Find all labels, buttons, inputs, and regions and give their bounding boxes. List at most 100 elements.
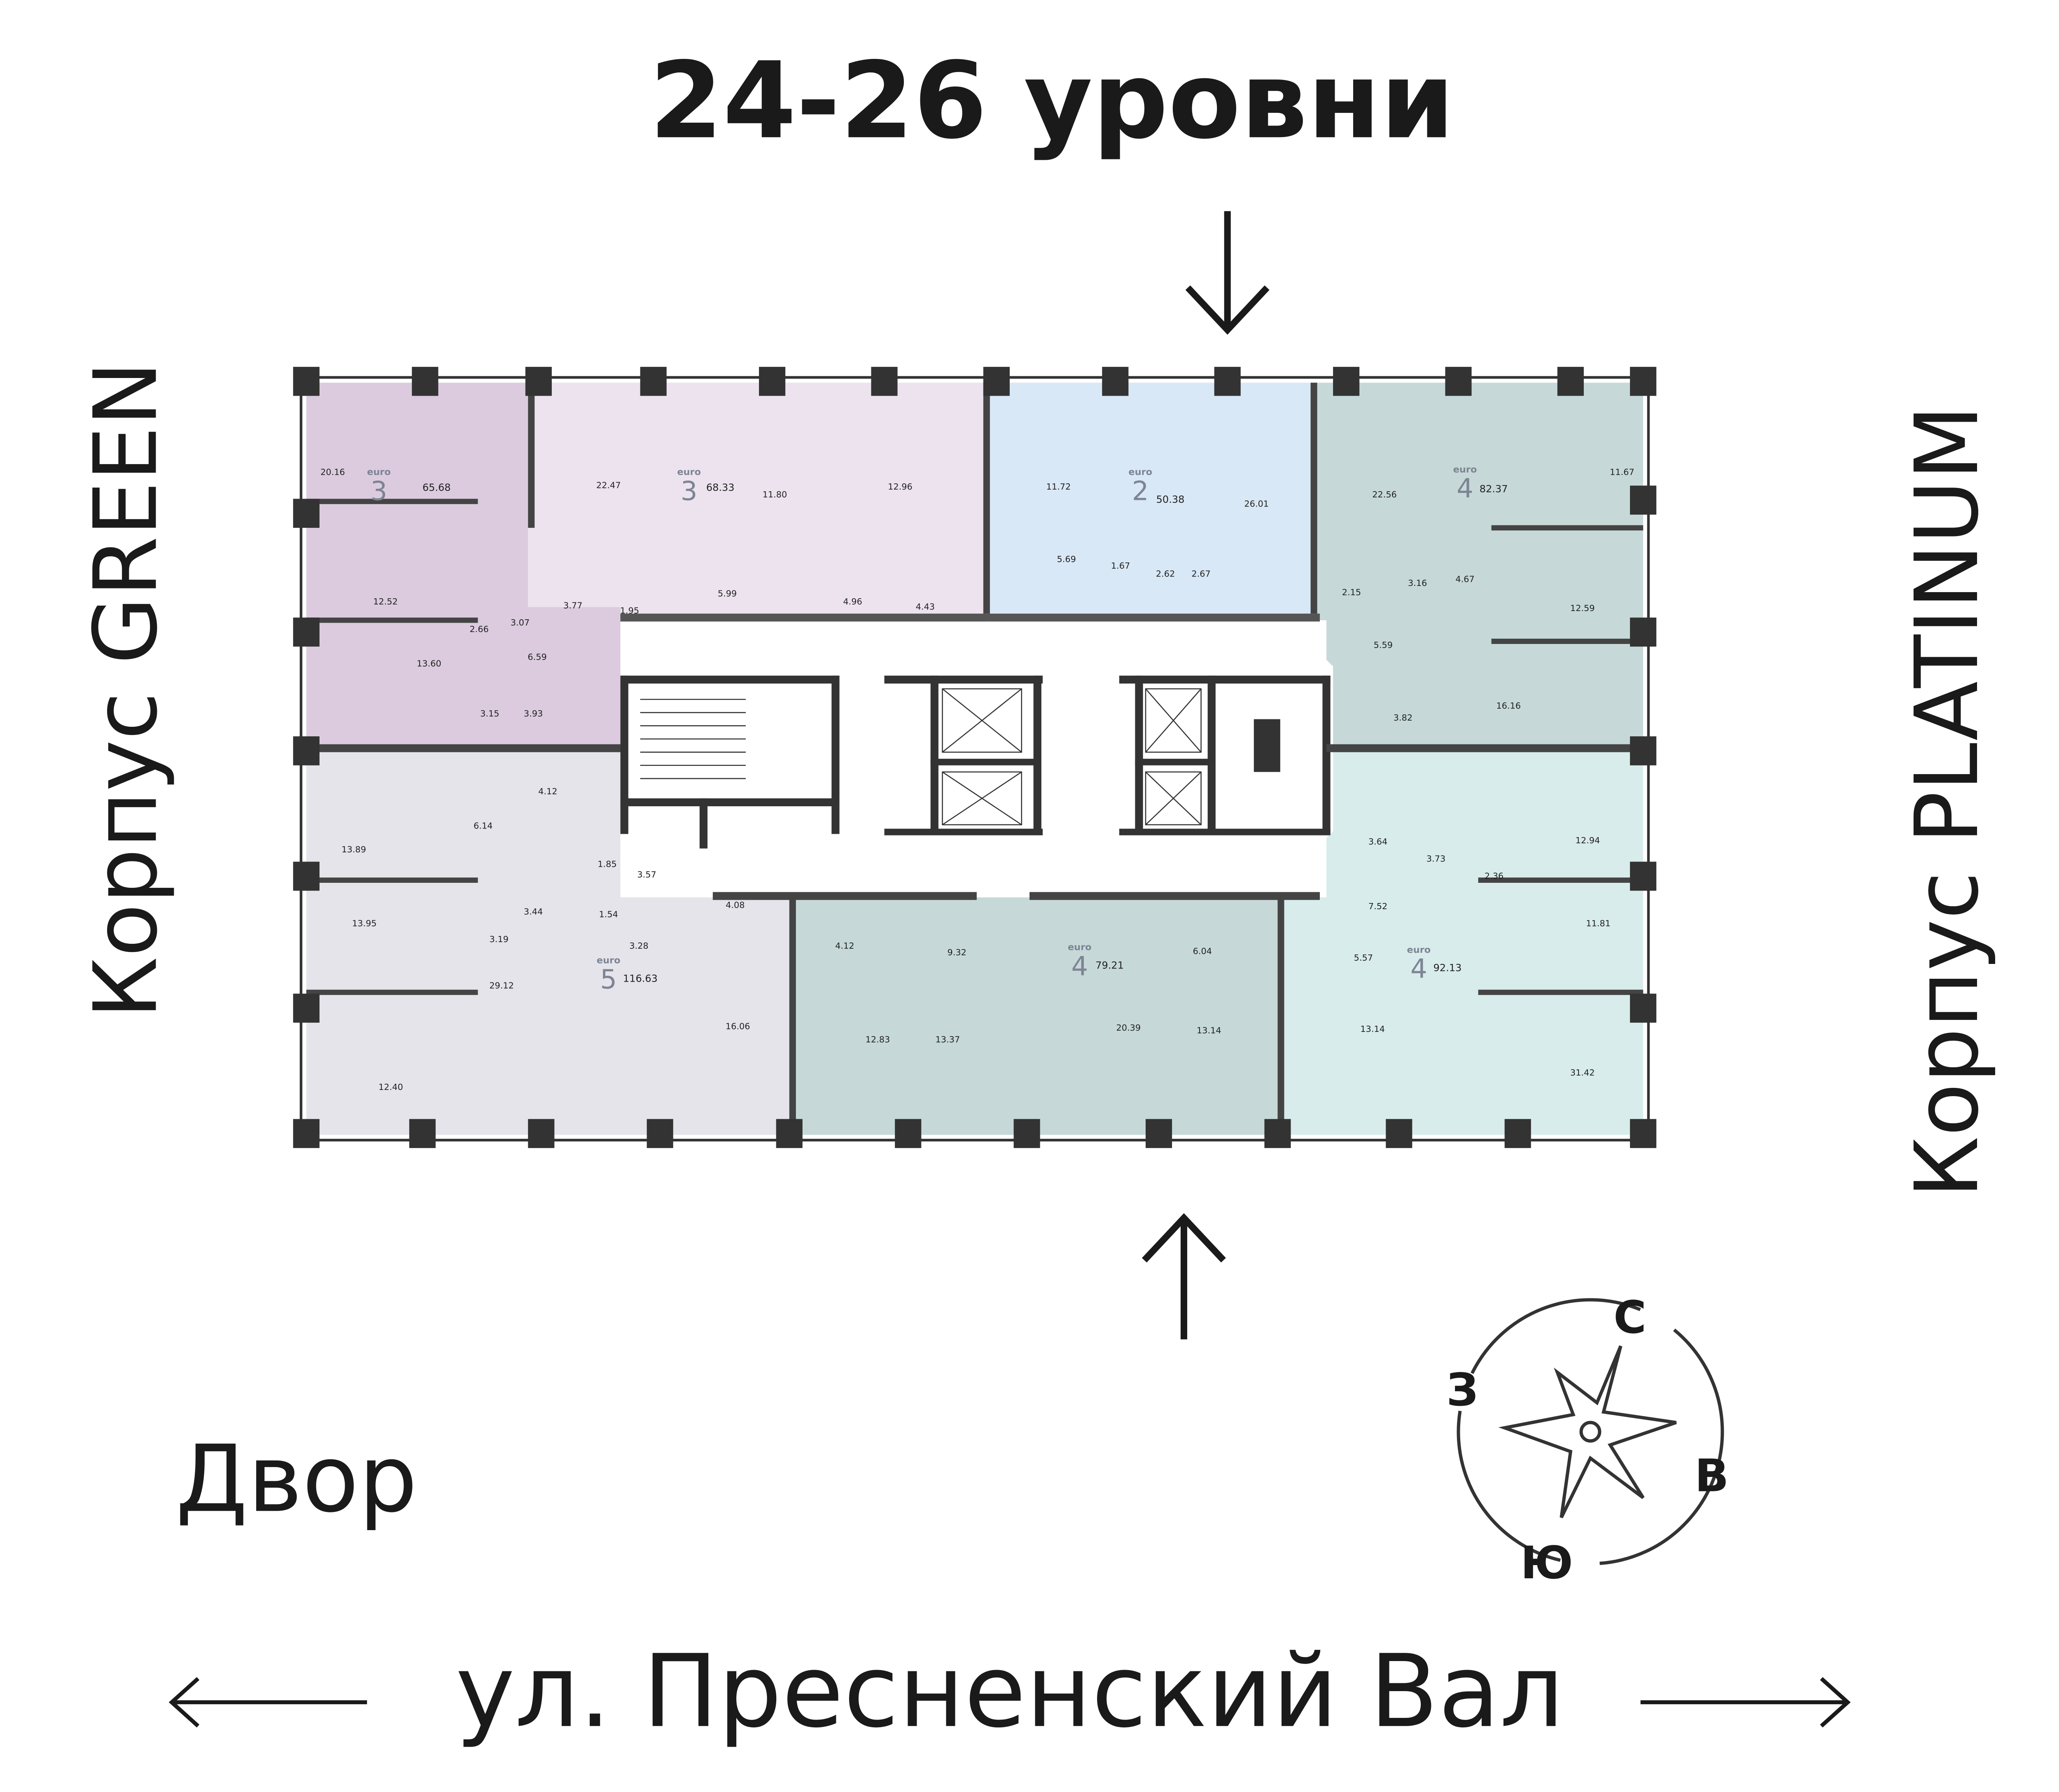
structural-column bbox=[1013, 1119, 1040, 1148]
courtyard-label: Двор bbox=[176, 1425, 418, 1533]
apartment-type-label: euro bbox=[597, 955, 621, 966]
room-area-label: 4.67 bbox=[1455, 574, 1474, 584]
structural-column bbox=[525, 366, 552, 396]
room-area-label: 12.52 bbox=[373, 597, 398, 607]
room-area-label: 9.32 bbox=[948, 947, 966, 957]
room-area-label: 13.95 bbox=[352, 919, 377, 929]
structural-column bbox=[1630, 861, 1657, 891]
room-area-label: 12.94 bbox=[1576, 835, 1600, 845]
room-area-label: 20.16 bbox=[320, 467, 345, 477]
structural-column bbox=[1445, 366, 1472, 396]
structural-column bbox=[293, 994, 320, 1023]
room-area-label: 11.81 bbox=[1586, 919, 1611, 929]
apartment-type-label: euro bbox=[1068, 942, 1092, 952]
apartment-type-label: euro bbox=[367, 467, 391, 478]
room-area-label: 4.12 bbox=[835, 941, 854, 951]
structural-column bbox=[1630, 617, 1657, 647]
structural-column bbox=[1504, 1119, 1531, 1148]
apartment-rooms-count: 3 bbox=[681, 476, 698, 507]
room-area-label: 5.57 bbox=[1354, 953, 1373, 963]
room-area-label: 13.37 bbox=[935, 1035, 960, 1045]
structural-column bbox=[293, 366, 320, 396]
room-area-label: 4.08 bbox=[726, 900, 745, 910]
room-area-label: 3.82 bbox=[1394, 713, 1412, 723]
room-area-label: 1.85 bbox=[598, 859, 616, 869]
apartment-7-area[interactable] bbox=[1280, 749, 1643, 1135]
room-area-label: 6.04 bbox=[1193, 946, 1212, 956]
structural-column bbox=[293, 736, 320, 765]
room-area-label: 2.15 bbox=[1342, 587, 1361, 597]
building-right-label: Корпус PLATINUM bbox=[1896, 405, 1998, 1198]
room-area-label: 26.01 bbox=[1244, 499, 1269, 509]
room-area-label: 1.95 bbox=[620, 606, 639, 616]
arrow-right-icon bbox=[1640, 1677, 1851, 1728]
structural-column bbox=[1630, 366, 1657, 396]
arrow-down-icon bbox=[1185, 211, 1270, 335]
room-area-label: 3.15 bbox=[480, 709, 499, 719]
apartment-type-label: euro bbox=[1407, 945, 1431, 955]
structural-column bbox=[640, 366, 667, 396]
structural-column bbox=[1630, 736, 1657, 765]
room-area-label: 12.40 bbox=[378, 1082, 403, 1092]
room-area-label: 4.96 bbox=[843, 597, 862, 607]
apartment-rooms-count: 3 bbox=[371, 476, 388, 507]
room-area-label: 13.89 bbox=[341, 845, 366, 854]
room-area-label: 3.93 bbox=[524, 709, 543, 719]
compass-circle-icon bbox=[1457, 1298, 1724, 1566]
room-area-label: 3.64 bbox=[1368, 837, 1387, 847]
room-area-label: 6.14 bbox=[474, 821, 493, 831]
apartment-1-area[interactable] bbox=[306, 383, 621, 750]
structural-column bbox=[412, 366, 439, 396]
structural-column bbox=[1630, 1119, 1657, 1148]
apartment-3-area[interactable] bbox=[987, 383, 1314, 614]
apartment-rooms-count: 5 bbox=[600, 964, 617, 995]
apartment-total-area: 92.13 bbox=[1433, 962, 1462, 974]
room-area-label: 11.67 bbox=[1610, 467, 1634, 477]
apartment-rooms-count: 2 bbox=[1132, 476, 1149, 507]
room-area-label: 12.83 bbox=[866, 1035, 890, 1045]
apartment-rooms-count: 4 bbox=[1457, 474, 1473, 504]
structural-column bbox=[293, 861, 320, 891]
room-area-label: 3.19 bbox=[490, 934, 509, 944]
room-area-label: 5.59 bbox=[1374, 640, 1393, 650]
structural-column bbox=[759, 366, 786, 396]
room-area-label: 5.69 bbox=[1057, 554, 1076, 564]
structural-column bbox=[1386, 1119, 1412, 1148]
apartment-type-label: euro bbox=[1453, 464, 1477, 475]
room-area-label: 3.28 bbox=[629, 941, 648, 951]
room-area-label: 16.16 bbox=[1496, 701, 1521, 711]
room-area-label: 4.12 bbox=[538, 786, 557, 796]
room-area-label: 22.56 bbox=[1372, 490, 1397, 499]
street-label: ул. Пресненский Вал bbox=[455, 1633, 1564, 1750]
room-area-label: 3.77 bbox=[563, 600, 582, 610]
room-area-label: 2.36 bbox=[1485, 871, 1503, 881]
room-area-label: 3.73 bbox=[1426, 854, 1445, 864]
apartment-6-area[interactable] bbox=[792, 897, 1280, 1135]
apartment-type-label: euro bbox=[677, 467, 701, 478]
arrow-up-icon bbox=[1142, 1213, 1226, 1339]
structural-column bbox=[647, 1119, 673, 1148]
arrow-left-icon bbox=[168, 1677, 367, 1728]
apartment-4-area[interactable] bbox=[1313, 383, 1643, 750]
room-area-label: 1.67 bbox=[1111, 561, 1130, 571]
room-area-label: 7.52 bbox=[1368, 901, 1387, 911]
room-area-label: 12.59 bbox=[1570, 603, 1595, 613]
structural-column bbox=[528, 1119, 555, 1148]
apartment-total-area: 65.68 bbox=[423, 482, 451, 493]
structural-column bbox=[871, 366, 898, 396]
apartment-total-area: 79.21 bbox=[1095, 959, 1124, 971]
walls bbox=[306, 383, 1643, 1135]
apartment-2-area[interactable] bbox=[528, 383, 987, 614]
compass-star-icon bbox=[1498, 1345, 1677, 1519]
building-left-label: Корпус GREEN bbox=[75, 361, 176, 1019]
room-area-label: 29.12 bbox=[489, 980, 514, 990]
room-area-label: 11.80 bbox=[763, 490, 787, 499]
apartment-total-area: 116.63 bbox=[623, 973, 658, 984]
structural-column bbox=[1146, 1119, 1172, 1148]
structural-column bbox=[1557, 366, 1584, 396]
room-area-label: 3.44 bbox=[524, 907, 543, 917]
structural-column bbox=[1333, 366, 1360, 396]
structural-column bbox=[293, 499, 320, 528]
structural-column bbox=[983, 366, 1010, 396]
